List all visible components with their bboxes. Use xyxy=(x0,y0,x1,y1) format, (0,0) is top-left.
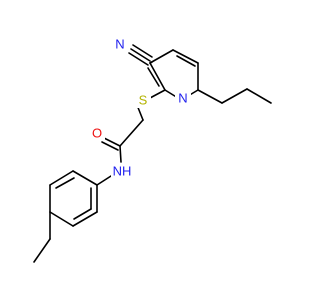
amide-to-phenyl-bond xyxy=(96,175,112,186)
phenyl-ring-bond xyxy=(49,170,74,186)
pyridine-ring-bond xyxy=(172,49,199,64)
pyridine-ring-bond xyxy=(149,49,174,64)
thioether-sulfur-label: S xyxy=(139,93,148,108)
phenyl-ring-bond xyxy=(72,170,98,186)
bond-lines xyxy=(33,44,272,263)
nitrile-bond-1 xyxy=(130,48,151,62)
phenyl-ring-bond xyxy=(49,211,74,227)
atom-labels: N S N O NH xyxy=(89,36,191,179)
pyridine-nitrogen-label: N xyxy=(178,91,187,106)
nitrile-bond-2 xyxy=(128,52,149,66)
ethyl-bond xyxy=(33,238,51,263)
ring-to-sulfur-bond xyxy=(149,89,166,99)
nitrile-nitrogen-label: N xyxy=(115,37,124,52)
molecule-structure: N S N O NH xyxy=(33,36,272,263)
pyridine-ring-double-inner xyxy=(176,55,196,67)
methylene-to-carbonyl-bond xyxy=(119,119,144,147)
carbonyl-to-amide-bond xyxy=(119,145,122,163)
propyl-bond xyxy=(221,88,248,104)
phenyl-ring-double-inner xyxy=(55,177,75,189)
carbonyl-double-bond-1 xyxy=(103,137,121,147)
phenyl-ring-double-inner xyxy=(73,208,92,220)
carbonyl-double-bond-2 xyxy=(101,141,119,151)
pyridine-ring-double-inner xyxy=(147,67,160,87)
phenyl-ring-bond xyxy=(72,211,98,227)
pyridine-ring-node xyxy=(149,61,153,64)
pyridine-ring-bond xyxy=(149,62,166,91)
propyl-bond xyxy=(197,89,223,104)
propyl-bond xyxy=(246,88,272,104)
carbonyl-oxygen-label: O xyxy=(92,126,102,141)
amide-nh-label: NH xyxy=(113,164,132,179)
nitrile-bond-3 xyxy=(132,44,153,58)
